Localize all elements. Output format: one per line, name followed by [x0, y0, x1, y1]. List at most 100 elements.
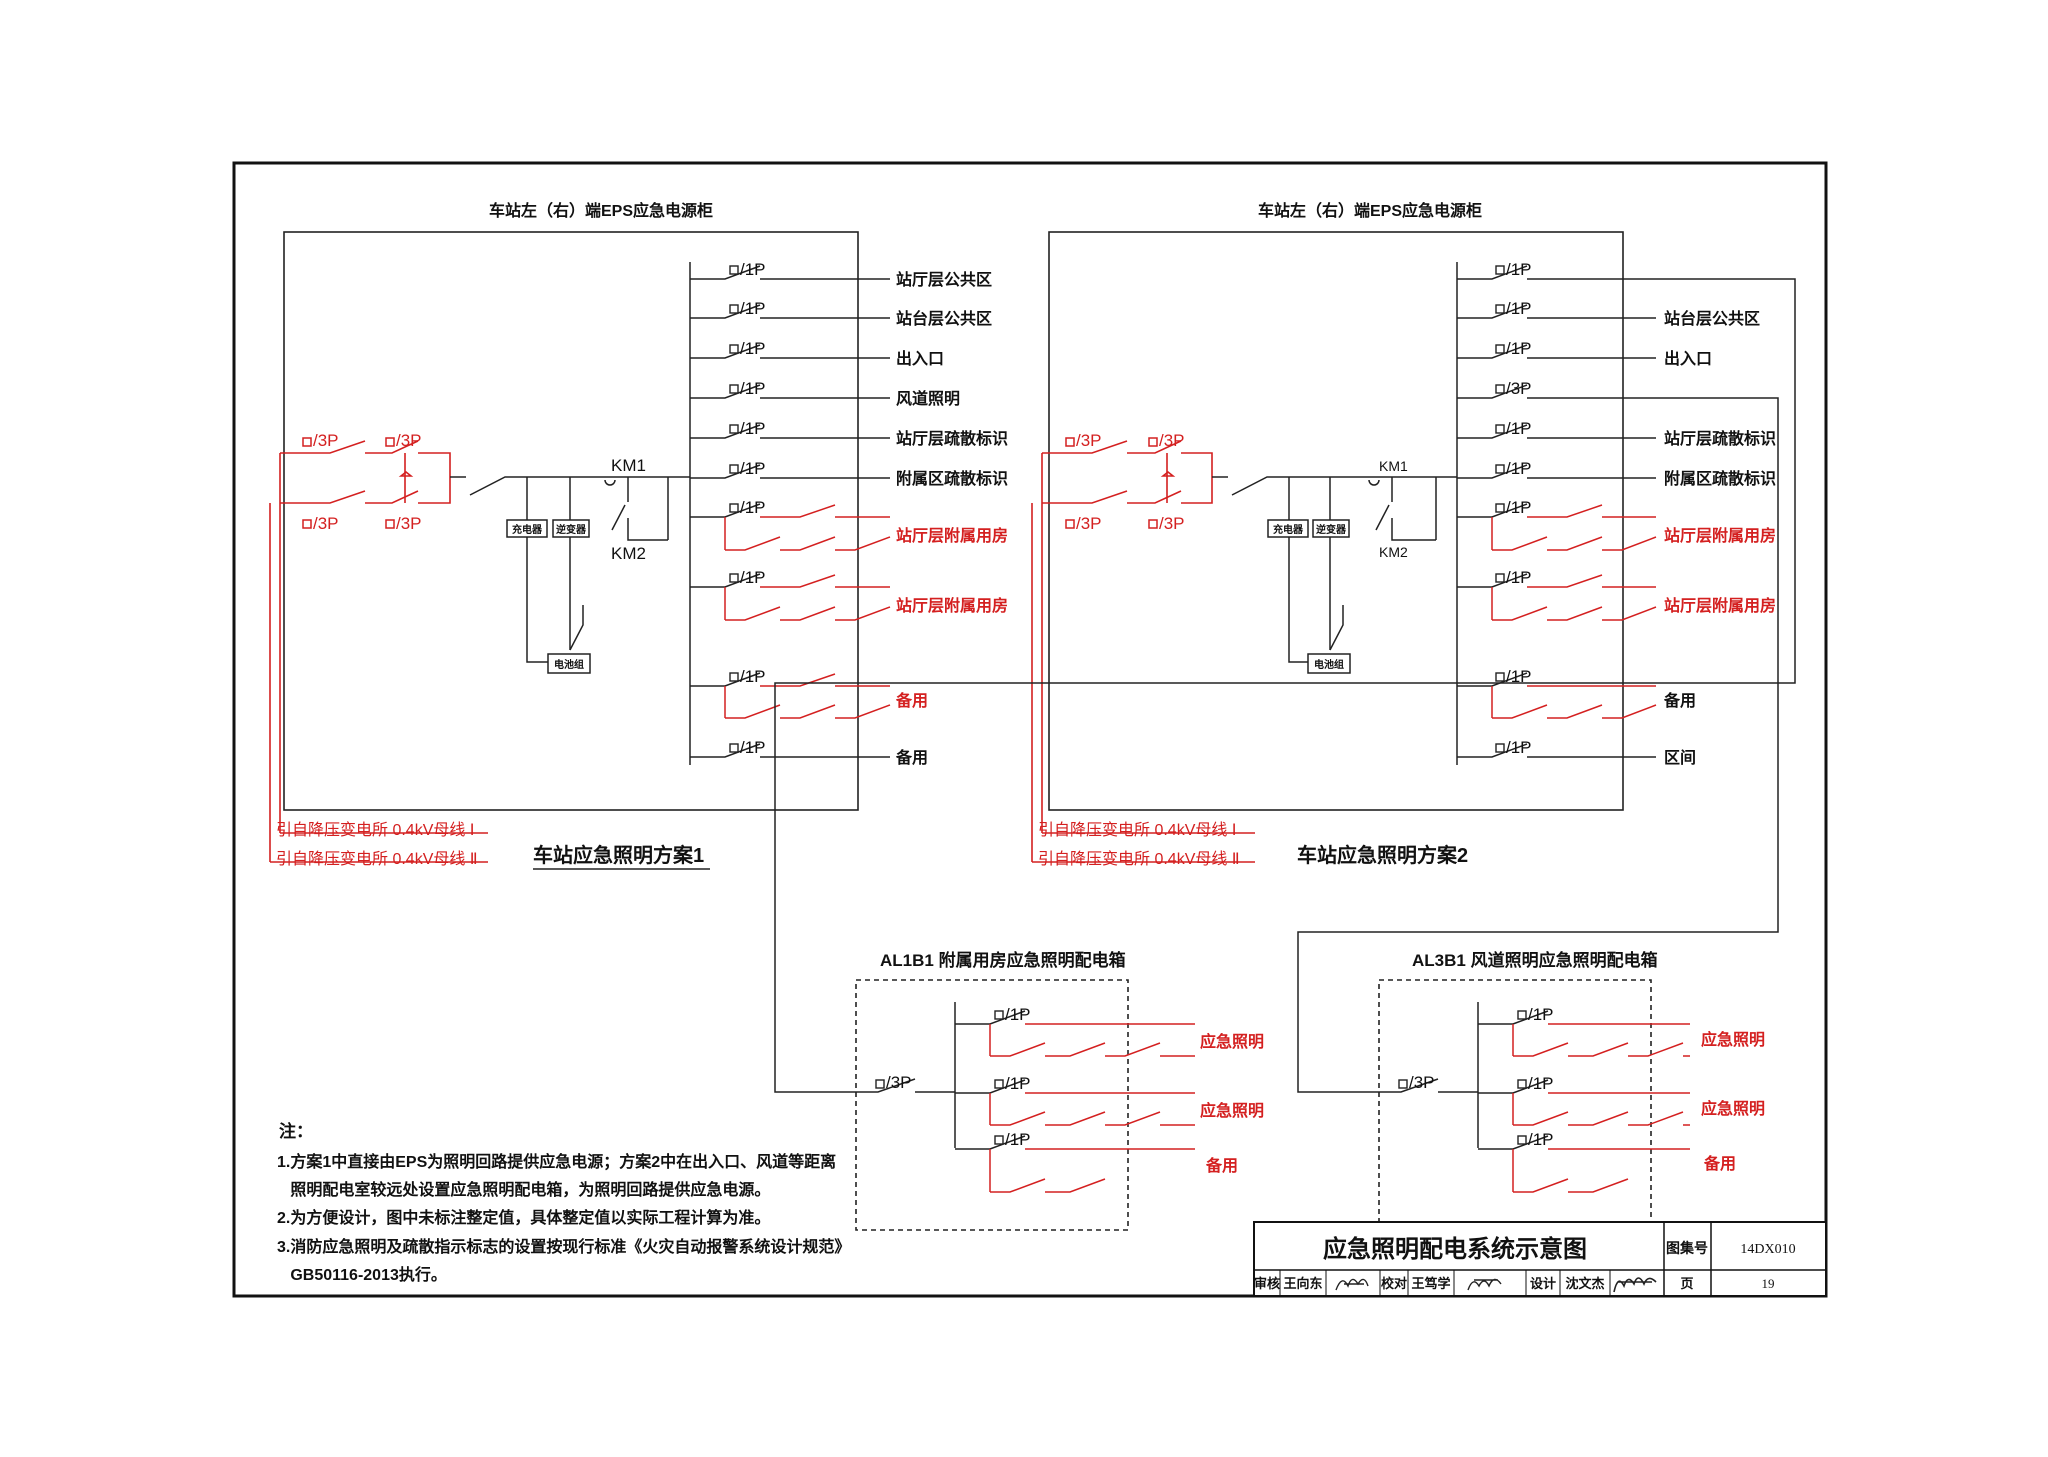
- scheme1-battery-label: 电池组: [554, 658, 584, 671]
- circuit-label: 备用: [895, 691, 928, 710]
- scheme2-inverter-box: [1312, 519, 1350, 538]
- circuit-label: 站台层公共区: [1664, 309, 1760, 328]
- note-line: 2.为方便设计，图中未标注整定值，具体整定值以实际工程计算为准。: [277, 1208, 770, 1227]
- breaker-label: /1P: [1506, 459, 1532, 478]
- circuit: /1P 站台层公共区: [690, 299, 992, 328]
- scheme1-scheme-label: 车站应急照明方案1: [533, 843, 704, 867]
- breaker-label: /1P: [1506, 568, 1532, 587]
- circuit-label: 站厅层疏散标识: [1664, 429, 1776, 448]
- al1b1-feed: [862, 1002, 956, 1148]
- breaker-label: /1P: [740, 260, 766, 279]
- circuit-label: 备用: [1663, 691, 1696, 710]
- scheme2-circuits: /1P /1P 站台层公共区 /1P 出入口 /3P: [774, 260, 1796, 1093]
- breaker-label: /1P: [1506, 260, 1532, 279]
- scheme2-cabinet-outline: [1048, 231, 1624, 811]
- scheme1-breaker-3p-b: /3P: [396, 431, 422, 450]
- circuit-switched: /1P 备用: [1478, 1130, 1736, 1193]
- circuit-label: 站厅层附属用房: [896, 596, 1008, 615]
- circuit-label: 站台层公共区: [896, 309, 992, 328]
- scheme1-inverter-box: [552, 519, 590, 538]
- breaker-label: /1P: [1506, 419, 1532, 438]
- al1b1-circuits: /1P 应急照明 /1P 应急照明 /1P 备用: [955, 1005, 1264, 1193]
- atlas-label: 图集号: [1666, 1240, 1708, 1256]
- al3b1-in-breaker: /3P: [1409, 1073, 1435, 1092]
- scheme2-incoming-feeders: [1031, 440, 1255, 863]
- scheme2-scheme-label: 车站应急照明方案2: [1297, 843, 1468, 867]
- scheme1-breaker-3p-c: /3P: [313, 514, 339, 533]
- circuit: /1P 区间: [1457, 738, 1696, 767]
- circuit-label: 站厅层附属用房: [1664, 526, 1776, 545]
- title-block: 应急照明配电系统示意图 图集号 14DX010 审核 王向东 校对 王笃学 设计…: [1253, 1221, 1827, 1297]
- scheme2-breaker-3p-b: /3P: [1159, 431, 1185, 450]
- scheme1-source-2: 引自降压变电所 0.4kV母线 Ⅱ: [276, 850, 478, 868]
- scheme2-source-1: 引自降压变电所 0.4kV母线 Ⅰ: [1038, 821, 1237, 839]
- circuit-label: 备用: [895, 748, 928, 767]
- breaker-label: /1P: [1005, 1130, 1031, 1149]
- circuit: /1P 备用: [690, 738, 928, 767]
- circuit-label: 站厅层公共区: [896, 270, 992, 289]
- scheme1: 车站左（右）端EPS应急电源柜 /3P /3P /3P /3P: [269, 201, 1008, 870]
- scheme2-km2-label: KM2: [1379, 544, 1408, 560]
- drawing-title: 应急照明配电系统示意图: [1323, 1235, 1587, 1263]
- scheme1-cabinet-title: 车站左（右）端EPS应急电源柜: [489, 201, 713, 220]
- scheme1-eps-internals: [450, 262, 691, 765]
- circuit: /1P 风道照明: [690, 379, 960, 408]
- al1b1-panel: AL1B1 附属用房应急照明配电箱 /3P /1P 应急照明 /1P 应急照明: [855, 950, 1264, 1231]
- scheme1-charger-box: [506, 519, 548, 538]
- al1b1-in-breaker: /3P: [886, 1073, 912, 1092]
- al1b1-breaker-mark: [875, 1079, 885, 1089]
- scheme2-battery-box: [1307, 653, 1351, 674]
- page-label: 页: [1680, 1276, 1693, 1291]
- circuit: /1P 出入口: [690, 339, 944, 368]
- breaker-label: /1P: [1528, 1074, 1554, 1093]
- reviewer-name: 王向东: [1283, 1276, 1322, 1291]
- breaker-label: /1P: [740, 498, 766, 517]
- scheme2-cabinet-title: 车站左（右）端EPS应急电源柜: [1258, 201, 1482, 220]
- circuit-switched: /1P 备用: [955, 1130, 1238, 1193]
- scheme2-battery-label: 电池组: [1314, 658, 1344, 671]
- scheme2-breaker-3p-d: /3P: [1159, 514, 1185, 533]
- breaker-label: /1P: [740, 667, 766, 686]
- sheet-frame: [232, 161, 1828, 1298]
- breaker-label: /1P: [740, 419, 766, 438]
- al1b1-outline: [855, 979, 1129, 1231]
- breaker-label: /1P: [740, 339, 766, 358]
- circuit: /1P 附属区疏散标识: [1457, 459, 1776, 488]
- circuit-label: 附属区疏散标识: [1664, 469, 1776, 488]
- note-line: 照明配电室较远处设置应急照明配电箱，为照明回路提供应急电源。: [277, 1180, 770, 1199]
- circuit-label: 站厅层附属用房: [896, 526, 1008, 545]
- scheme1-breaker-3p-a: /3P: [313, 431, 339, 450]
- breaker-label: /1P: [1506, 299, 1532, 318]
- circuit-switched: /1P 应急照明: [955, 1074, 1264, 1126]
- breaker-label: /1P: [1528, 1130, 1554, 1149]
- circuit: /1P: [774, 260, 1796, 1093]
- circuit-label: 应急照明: [1200, 1032, 1264, 1051]
- circuit: /1P 附属区疏散标识: [690, 459, 1008, 488]
- scheme2-charger-box: [1267, 519, 1309, 538]
- circuit: /1P 站厅层疏散标识: [1457, 419, 1776, 448]
- al3b1-circuits: /1P 应急照明 /1P 应急照明 /1P 备用: [1478, 1005, 1765, 1193]
- circuit: /1P 站厅层公共区: [690, 260, 992, 289]
- breaker-label: /1P: [1506, 339, 1532, 358]
- circuit-switched: /1P 站厅层附属用房: [1457, 568, 1776, 621]
- circuit-switched: /1P 应急照明: [1478, 1074, 1765, 1126]
- scheme2-eps-internals: [1212, 262, 1458, 765]
- review-label: 审核: [1254, 1276, 1280, 1291]
- check-label: 校对: [1381, 1276, 1407, 1291]
- circuit-label: 出入口: [896, 349, 944, 368]
- note-line: GB50116-2013执行。: [277, 1265, 447, 1284]
- scheme2-inverter-label: 逆变器: [1316, 523, 1347, 536]
- circuit: /1P 站台层公共区: [1457, 299, 1760, 328]
- reviewer-signature: [1335, 1278, 1369, 1291]
- circuit-label: 区间: [1664, 748, 1696, 767]
- scheme2-breaker-3p-a: /3P: [1076, 431, 1102, 450]
- circuit-label: 应急照明: [1701, 1099, 1765, 1118]
- designer-name: 沈文杰: [1565, 1276, 1604, 1291]
- circuit-label: 备用: [1205, 1156, 1238, 1175]
- circuit-switched: /1P 备用: [1457, 667, 1696, 719]
- breaker-label: /1P: [740, 459, 766, 478]
- al3b1-title: AL3B1 风道照明应急照明配电箱: [1412, 950, 1658, 970]
- circuit: /1P 站厅层疏散标识: [690, 419, 1008, 448]
- scheme1-cabinet-outline: [283, 231, 859, 811]
- breaker-label: /1P: [1528, 1005, 1554, 1024]
